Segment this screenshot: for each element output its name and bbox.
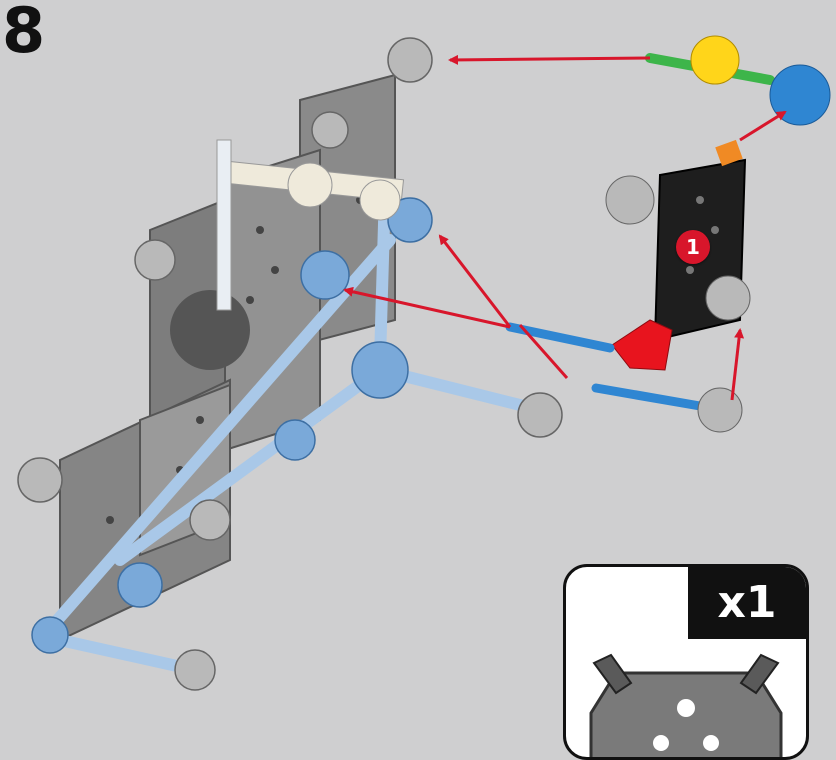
gray-connector-panel-left — [606, 176, 654, 224]
gray-connector-panel-right — [706, 276, 750, 320]
callout-badge: 1 — [676, 230, 710, 264]
red-connector — [612, 320, 672, 370]
black-hex-panel-icon — [576, 653, 796, 760]
white-connector — [288, 163, 332, 207]
white-connector-2 — [360, 180, 400, 220]
white-post — [217, 140, 231, 310]
panel-hole-large — [170, 290, 250, 370]
quantity-label: x1 — [688, 567, 806, 639]
yellow-blue-subassembly — [650, 36, 830, 125]
gray-connector-rod-end — [698, 388, 742, 432]
parts-box: x1 — [563, 564, 809, 760]
